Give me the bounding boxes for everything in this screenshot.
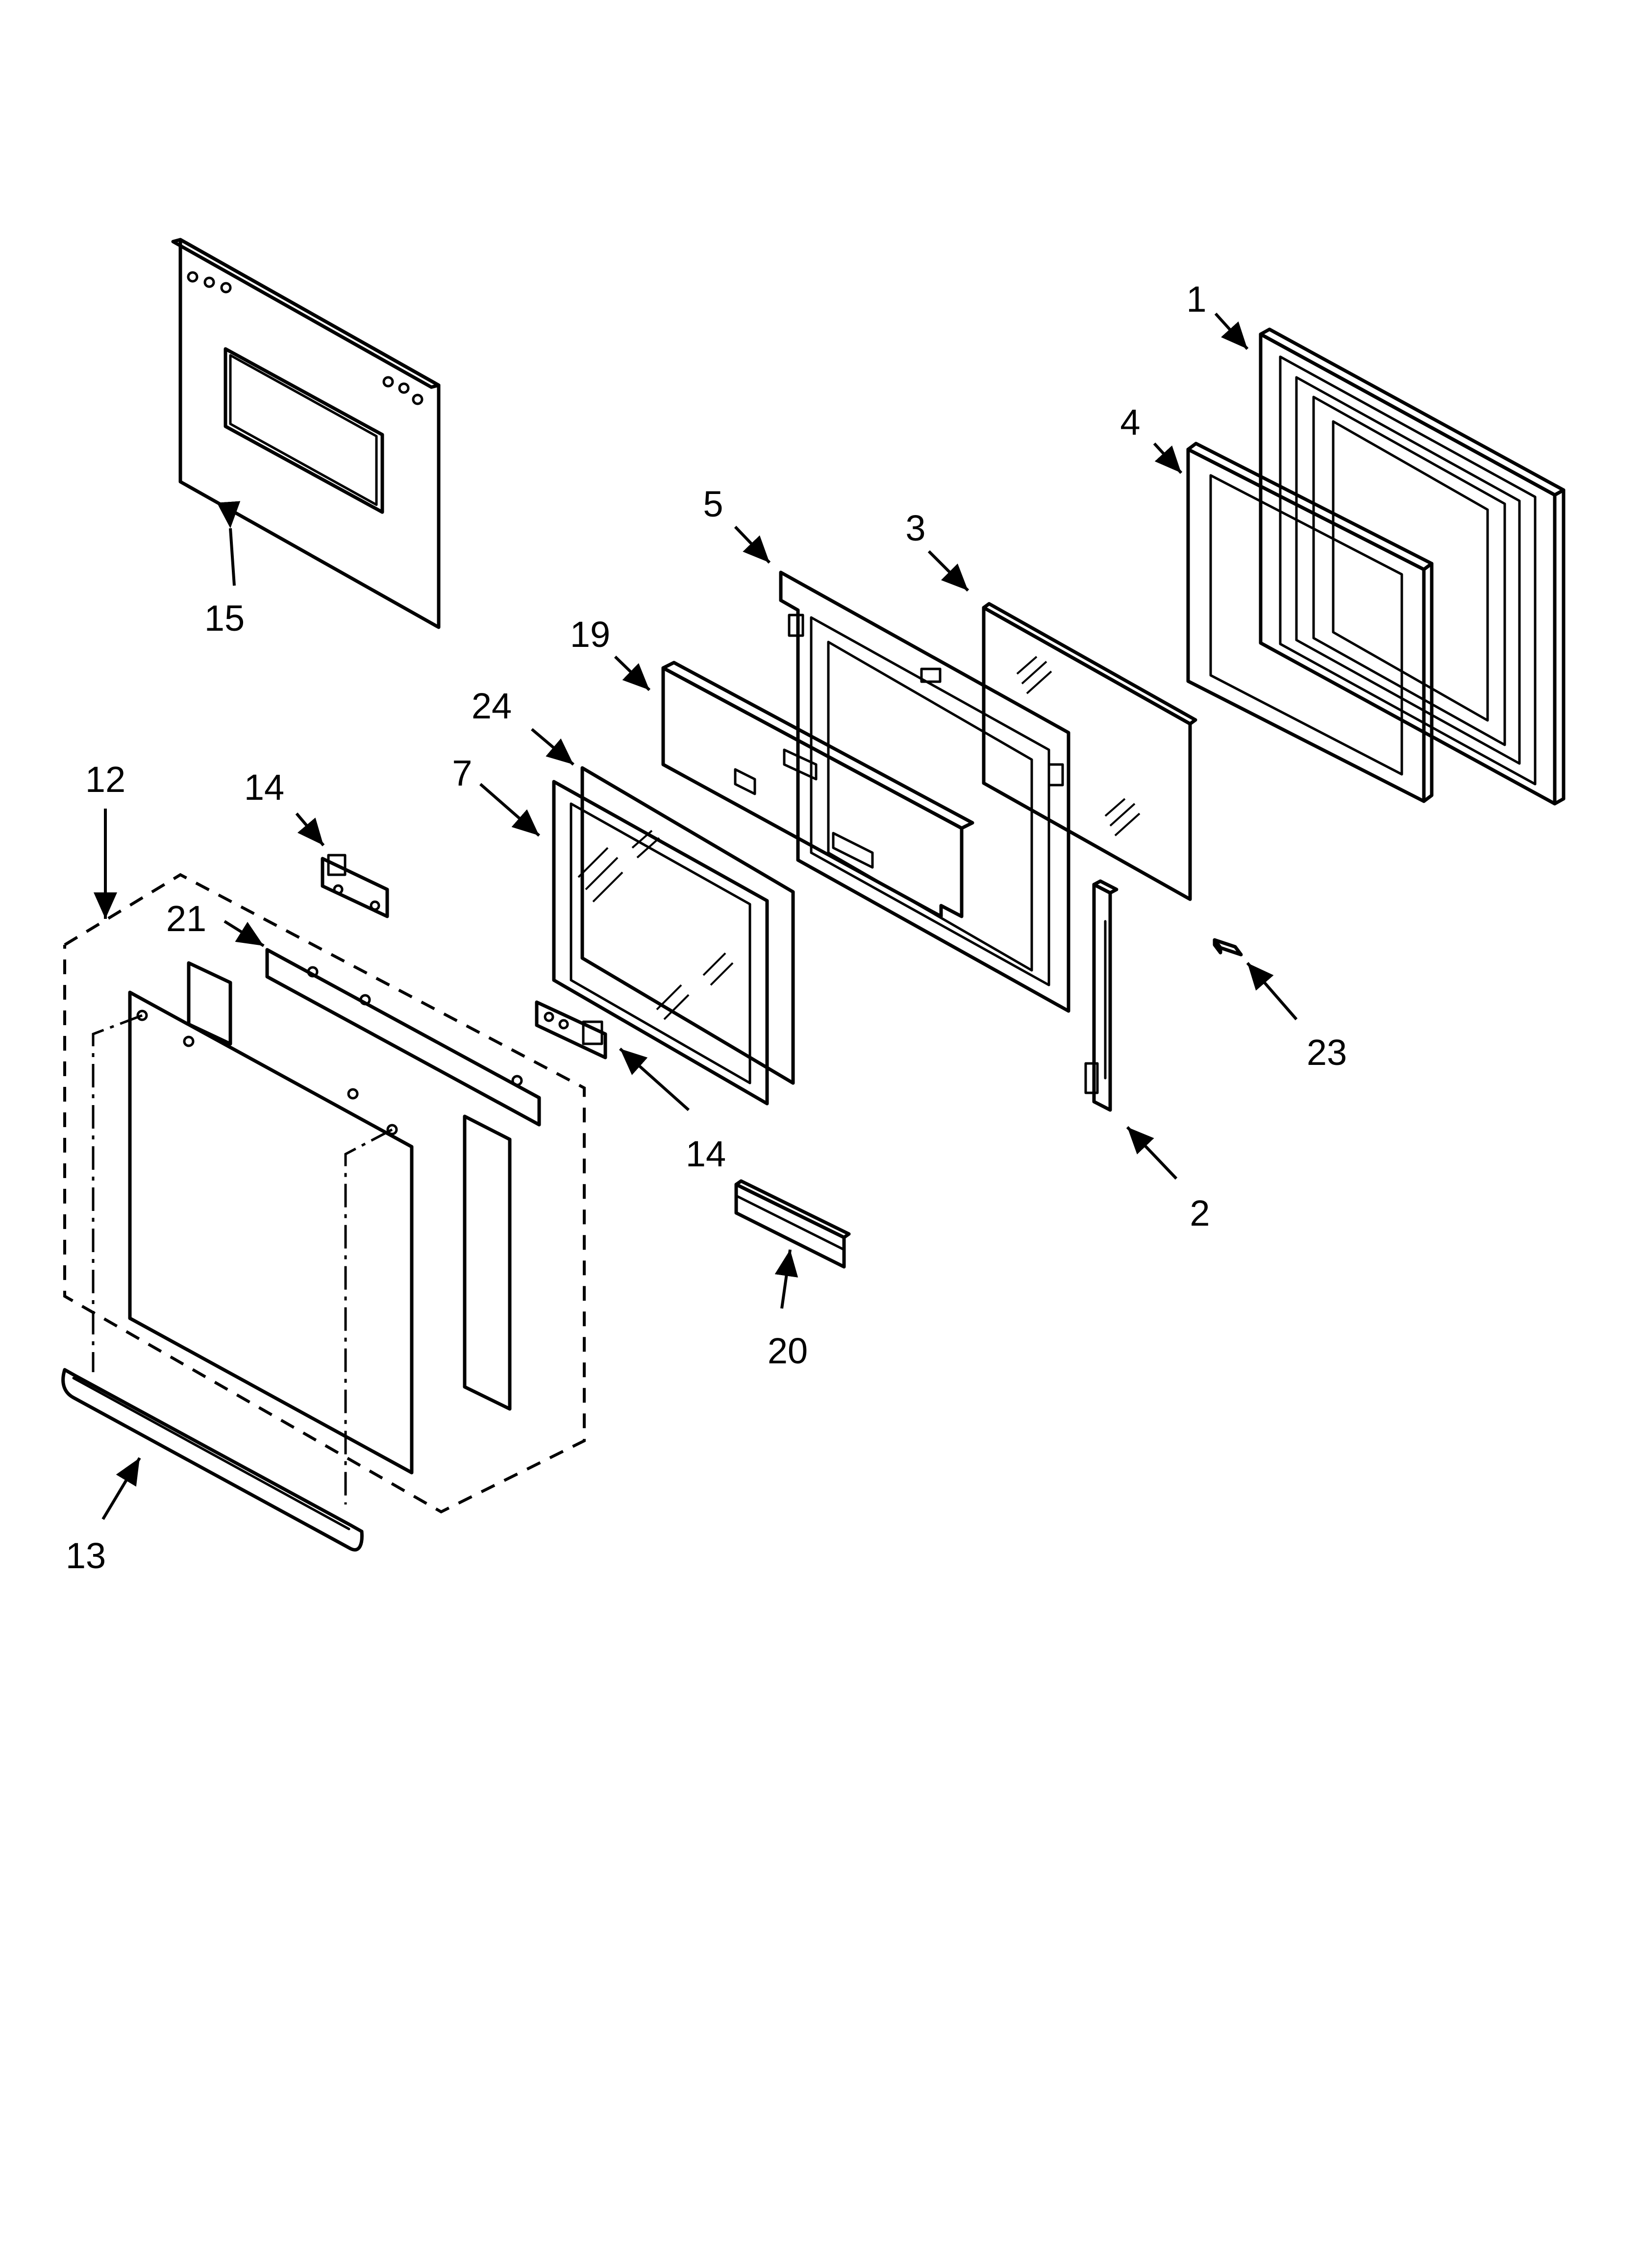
callout-21: 21 [166, 898, 207, 939]
part-23-clip [1213, 938, 1243, 957]
part-13-door-handle [61, 1368, 364, 1552]
part-15-outer-door-panel [171, 238, 441, 629]
leader-lines [94, 312, 1298, 1520]
callout-5: 5 [703, 484, 723, 524]
callout-1: 1 [1186, 279, 1207, 320]
part-12-door-assembly [63, 873, 586, 1514]
callout-24: 24 [471, 686, 512, 726]
part-3-inner-glass [982, 602, 1197, 901]
callout-15: 15 [204, 598, 245, 639]
part-4-door-gasket [1186, 442, 1434, 803]
part-1-door-frame [1259, 327, 1566, 806]
part-14-hinge-bracket-lower [535, 1000, 607, 1060]
part-2-vent-rail [1084, 879, 1119, 1112]
part-14-hinge-bracket-upper [321, 854, 389, 918]
callout-19: 19 [570, 614, 611, 655]
callout-13: 13 [65, 1535, 106, 1576]
part-24-glass-pane [580, 766, 795, 1085]
callout-23: 23 [1306, 1032, 1347, 1073]
part-7-glass-pane [552, 780, 769, 1106]
callout-14-upper: 14 [244, 767, 285, 808]
callout-7: 7 [452, 753, 472, 793]
callout-14-lower: 14 [685, 1134, 726, 1174]
callout-3: 3 [905, 508, 926, 548]
callout-4: 4 [1120, 402, 1141, 443]
part-19-heat-shield [661, 661, 974, 918]
part-5-inner-door-liner [779, 570, 1070, 1013]
callout-12: 12 [85, 759, 126, 800]
part-20-trim-strip [734, 1179, 851, 1269]
callout-20: 20 [767, 1331, 808, 1371]
callout-2: 2 [1190, 1193, 1210, 1233]
